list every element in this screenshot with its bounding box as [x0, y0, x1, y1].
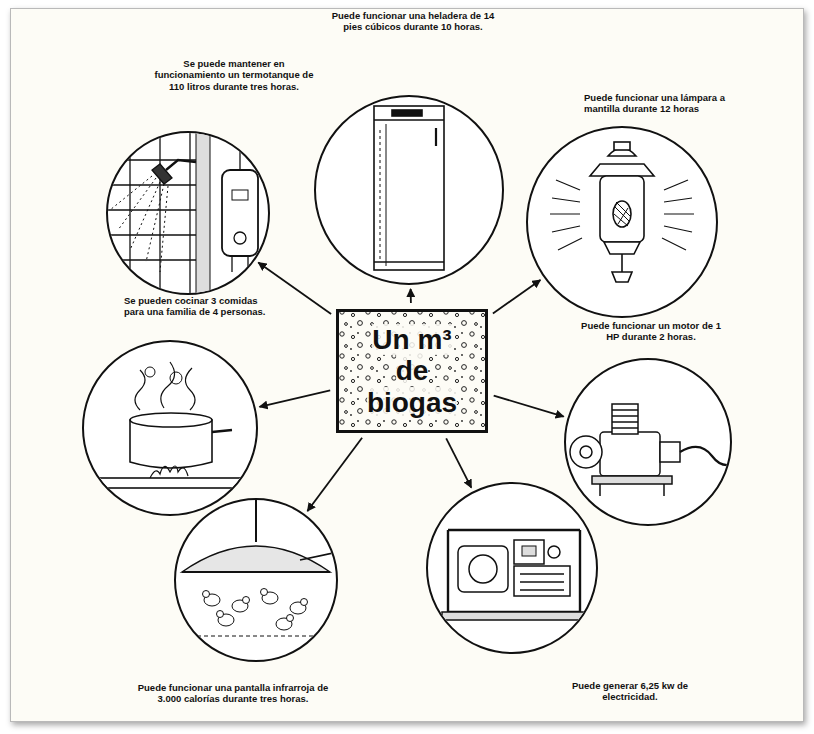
illustration-circle: Puede funcionar una pantalla infrarroja … — [174, 498, 338, 662]
caption-text: Se pueden cocinar 3 comidas para una fam… — [124, 295, 274, 318]
caption-text: Puede funcionar una pantalla infrarroja … — [128, 682, 338, 705]
motor-illustration — [570, 404, 740, 496]
caption-text: Puede funcionar un motor de 1 HP durante… — [576, 320, 726, 343]
illustration-circle: Se puede mantener en funcionamiento un t… — [106, 131, 270, 295]
arrow-connector — [446, 438, 471, 487]
water-heater-illustration — [108, 130, 258, 300]
caption-text: Puede funcionar una heladera de 14 pies … — [324, 10, 502, 33]
illustration-circle: Puede generar 6,25 kw de electricidad. — [426, 482, 598, 654]
arrow-connector — [410, 289, 412, 303]
illustration-circle: Puede funcionar una heladera de 14 pies … — [314, 95, 504, 285]
box-title: Un m³ de biogas — [360, 324, 464, 418]
lamp-illustration — [550, 142, 694, 282]
bubble-fill — [339, 312, 485, 430]
caption-text: Puede funcionar una lámpara a mantilla d… — [584, 92, 746, 115]
illustration-circle: Puede funcionar un motor de 1 HP durante… — [564, 358, 732, 526]
arrow-connector — [260, 390, 331, 407]
arrow-connector — [307, 438, 362, 511]
fridge-illustration — [374, 106, 444, 270]
infrared-heater-illustration — [176, 498, 338, 636]
illustration-circle: Se pueden cocinar 3 comidas para una fam… — [82, 340, 258, 516]
arrow-connector — [258, 263, 331, 314]
biogas-box: Un m³ de biogas — [336, 309, 488, 433]
arrow-connector — [493, 280, 541, 314]
cooking-illustration — [86, 362, 246, 520]
illustration-circle: Puede funcionar una lámpara a mantilla d… — [526, 126, 718, 318]
caption-text: Puede generar 6,25 kw de electricidad. — [550, 680, 710, 703]
caption-text: Se puede mantener en funcionamiento un t… — [150, 58, 318, 92]
generator-illustration — [442, 530, 586, 620]
arrow-connector — [494, 396, 564, 417]
